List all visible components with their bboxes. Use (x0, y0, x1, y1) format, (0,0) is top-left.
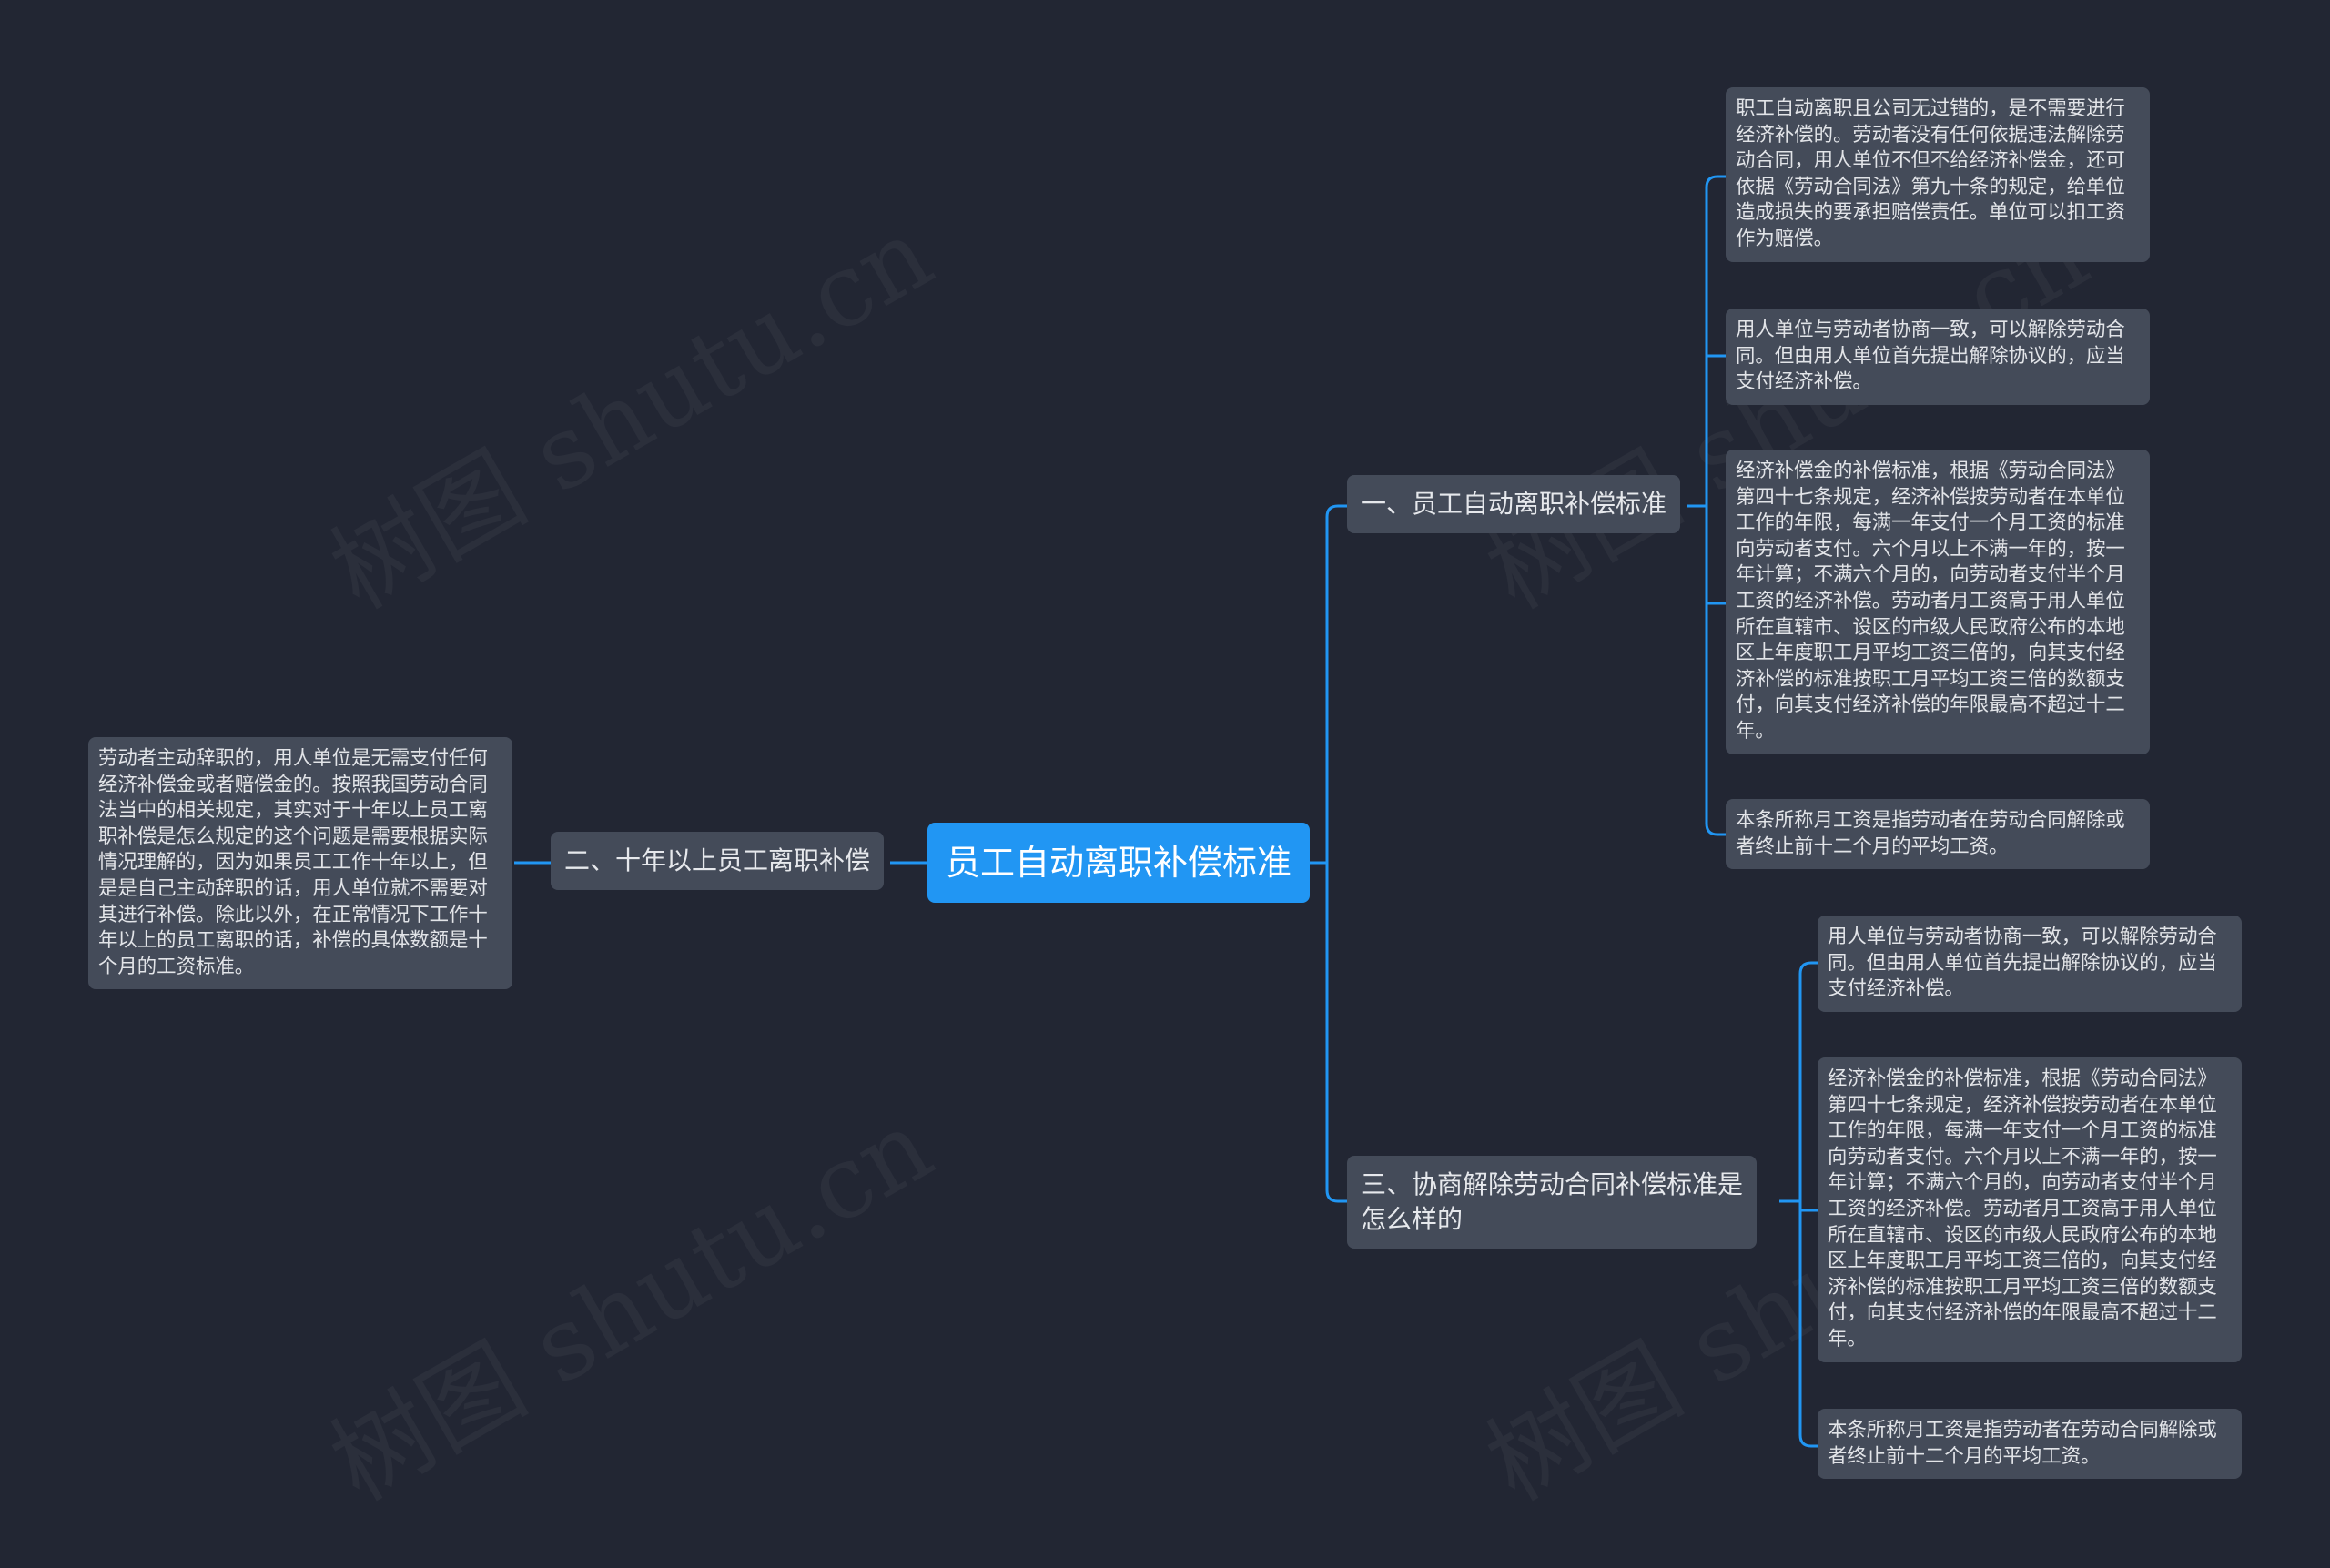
leaf-line: 其进行补偿。除此以外，在正常情况下工作十 (98, 903, 488, 926)
leaf-line: 所在直辖市、设区的市级人民政府公布的本地 (1828, 1223, 2217, 1247)
leaf-line: 经济补偿金或者赔偿金的。按照我国劳动合同 (98, 773, 488, 796)
leaf-line: 经济补偿金的补偿标准，根据《劳动合同法》 (1736, 460, 2125, 482)
leaf-line: 用人单位与劳动者协商一致，可以解除劳动合 (1828, 926, 2217, 948)
leaf-line: 者终止前十二个月的平均工资。 (1736, 835, 2009, 858)
leaf-line: 区上年度职工月平均工资三倍的，向其支付经 (1736, 642, 2125, 665)
branch-topic-2[interactable]: 二、十年以上员工离职补偿 (551, 832, 885, 890)
leaf-line: 同。但由用人单位首先提出解除协议的，应当 (1736, 344, 2125, 368)
leaf-line: 用人单位与劳动者协商一致，可以解除劳动合 (1736, 319, 2125, 341)
leaf-line: 工作的年限，每满一年支付一个月工资的标准 (1828, 1119, 2217, 1143)
leaf-line: 年。 (1828, 1327, 1867, 1351)
leaf-line: 动合同，用人单位不但不给经济补偿金，还可 (1736, 149, 2125, 173)
leaf-line: 工作的年限，每满一年支付一个月工资的标准 (1736, 511, 2125, 535)
leaf-line: 年。 (1736, 719, 1775, 743)
leaf-line: 是是自己主动辞职的话，用人单位就不需要对 (98, 876, 488, 900)
branch-topic-line: 怎么样的 (1361, 1204, 1464, 1234)
leaf-line: 支付经济补偿。 (1828, 977, 1964, 1001)
leaf-line: 本条所称月工资是指劳动者在劳动合同解除或 (1828, 1419, 2217, 1442)
branch-topic-3[interactable]: 三、协商解除劳动合同补偿标准是 怎么样的 (1347, 1156, 1758, 1249)
leaf-line: 第四十七条规定，经济补偿按劳动者在本单位 (1736, 485, 2125, 509)
leaf-line: 济补偿的标准按职工月平均工资三倍的数额支 (1828, 1275, 2217, 1299)
leaf-1-1[interactable]: 职工自动离职且公司无过错的，是不需要进行 经济补偿的。劳动者没有任何依据违法解除… (1726, 87, 2150, 262)
connector-line (1705, 175, 1726, 836)
root-topic[interactable]: 员工自动离职补偿标准 (927, 823, 1310, 903)
leaf-line: 作为赔偿。 (1736, 227, 1833, 250)
leaf-2-1[interactable]: 劳动者主动辞职的，用人单位是无需支付任何 经济补偿金或者赔偿金的。按照我国劳动合… (88, 737, 512, 990)
leaf-line: 第四十七条规定，经济补偿按劳动者在本单位 (1828, 1093, 2217, 1117)
leaf-line: 济补偿的标准按职工月平均工资三倍的数额支 (1736, 667, 2125, 691)
leaf-line: 职工自动离职且公司无过错的，是不需要进行 (1736, 97, 2125, 120)
leaf-line: 付，向其支付经济补偿的年限最高不超过十二 (1736, 693, 2125, 717)
leaf-line: 者终止前十二个月的平均工资。 (1828, 1444, 2101, 1468)
leaf-line: 情况理解的，因为如果员工工作十年以上，但 (98, 851, 488, 875)
leaf-line: 区上年度职工月平均工资三倍的，向其支付经 (1828, 1249, 2217, 1273)
leaf-line: 经济补偿的。劳动者没有任何依据违法解除劳 (1736, 123, 2125, 147)
leaf-line: 本条所称月工资是指劳动者在劳动合同解除或 (1736, 809, 2125, 832)
leaf-line: 职补偿是怎么规定的这个问题是需要根据实际 (98, 824, 488, 848)
leaf-line: 向劳动者支付。六个月以上不满一年的，按一 (1736, 537, 2125, 561)
leaf-line: 年以上的员工离职的话，补偿的具体数额是十 (98, 929, 488, 953)
leaf-line: 法当中的相关规定，其实对于十年以上员工离 (98, 799, 488, 823)
leaf-1-3[interactable]: 经济补偿金的补偿标准，根据《劳动合同法》 第四十七条规定，经济补偿按劳动者在本单… (1726, 450, 2150, 754)
connector-line (1798, 961, 1818, 1448)
branch-topic-1[interactable]: 一、员工自动离职补偿标准 (1347, 475, 1681, 533)
leaf-line: 支付经济补偿。 (1736, 370, 1872, 394)
leaf-3-2[interactable]: 经济补偿金的补偿标准，根据《劳动合同法》 第四十七条规定，经济补偿按劳动者在本单… (1818, 1057, 2242, 1362)
leaf-line: 劳动者主动辞职的，用人单位是无需支付任何 (98, 747, 488, 770)
leaf-line: 工资的经济补偿。劳动者月工资高于用人单位 (1828, 1197, 2217, 1220)
leaf-line: 向劳动者支付。六个月以上不满一年的，按一 (1828, 1145, 2217, 1168)
leaf-line: 年计算；不满六个月的，向劳动者支付半个月 (1828, 1171, 2217, 1195)
leaf-1-4[interactable]: 本条所称月工资是指劳动者在劳动合同解除或 者终止前十二个月的平均工资。 (1726, 799, 2150, 870)
leaf-line: 所在直辖市、设区的市级人民政府公布的本地 (1736, 615, 2125, 639)
leaf-line: 年计算；不满六个月的，向劳动者支付半个月 (1736, 563, 2125, 587)
leaf-line: 经济补偿金的补偿标准，根据《劳动合同法》 (1828, 1067, 2217, 1090)
leaf-line: 依据《劳动合同法》第九十条的规定，给单位 (1736, 175, 2125, 198)
leaf-line: 个月的工资标准。 (98, 955, 255, 978)
connector-line (1325, 504, 1347, 1203)
leaf-3-1[interactable]: 用人单位与劳动者协商一致，可以解除劳动合 同。但由用人单位首先提出解除协议的，应… (1818, 916, 2242, 1012)
leaf-3-3[interactable]: 本条所称月工资是指劳动者在劳动合同解除或 者终止前十二个月的平均工资。 (1818, 1409, 2242, 1480)
leaf-1-2[interactable]: 用人单位与劳动者协商一致，可以解除劳动合 同。但由用人单位首先提出解除协议的，应… (1726, 309, 2150, 405)
leaf-line: 付，向其支付经济补偿的年限最高不超过十二 (1828, 1301, 2217, 1325)
leaf-line: 工资的经济补偿。劳动者月工资高于用人单位 (1736, 589, 2125, 612)
branch-topic-line: 三、协商解除劳动合同补偿标准是 (1361, 1169, 1744, 1199)
leaf-line: 同。但由用人单位首先提出解除协议的，应当 (1828, 951, 2217, 975)
leaf-line: 造成损失的要承担赔偿责任。单位可以扣工资 (1736, 201, 2125, 225)
